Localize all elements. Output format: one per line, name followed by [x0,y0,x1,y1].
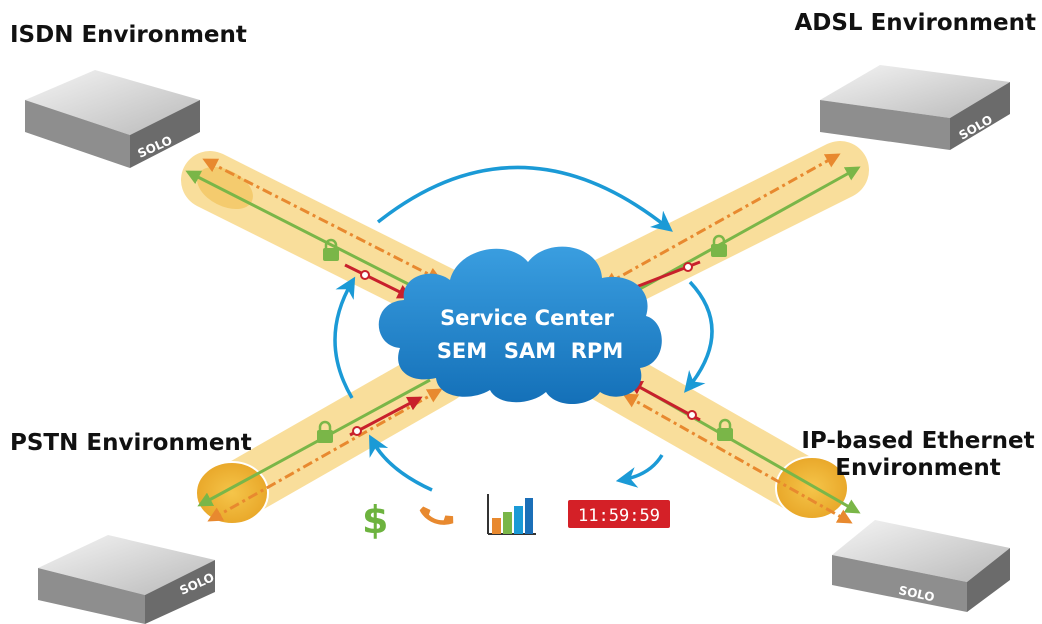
tunnel-adsl [571,141,869,319]
module-sem: SEM [437,339,487,363]
orange-dashed-ip [622,393,853,524]
red-line-isdn [344,263,413,299]
flow-arrow-bottom-right [615,454,664,488]
solo-device-ip: SOLO [832,520,1010,612]
tunnel-pstn [195,346,469,525]
bar-chart-icon [487,494,536,535]
solo-device-isdn: SOLO [25,70,200,168]
lock-icon [717,418,733,441]
tunnel-ip [571,341,861,524]
flow-arrow-right [684,280,714,393]
lock-icon [323,238,339,261]
flow-arrow-bottom-left [369,434,433,492]
green-line-isdn [185,170,421,292]
dollar-icon: $ [362,498,388,542]
label-ip-line1: IP-based Ethernet [801,428,1034,454]
tunnel-end-pstn [195,461,269,525]
orange-dashed-adsl [602,153,841,287]
lock-icon [317,420,333,443]
clock-value: 11:59:59 [578,506,660,526]
label-pstn: PSTN Environment [10,430,252,456]
service-center-cloud: Service Center SEM SAM RPM [378,246,662,404]
phone-icon [419,506,454,525]
solo-device-pstn: SOLO [38,535,216,624]
label-ip-line2: Environment [835,455,1000,481]
cloud-title: Service Center [440,306,614,330]
flow-arrow-left [333,276,356,399]
lock-icon [711,234,727,257]
label-isdn: ISDN Environment [10,22,247,48]
orange-dashed-pstn [207,388,443,522]
solo-device-adsl: SOLO [820,65,1010,150]
red-line-pstn [349,396,423,437]
orange-dashed-isdn [202,158,443,282]
module-sam: SAM [504,339,556,363]
label-adsl: ADSL Environment [794,10,1036,36]
module-rpm: RPM [571,339,623,363]
tunnel-isdn [181,151,479,329]
digital-clock-icon: 11:59:59 [568,500,670,528]
flow-arrow-top [376,165,673,232]
